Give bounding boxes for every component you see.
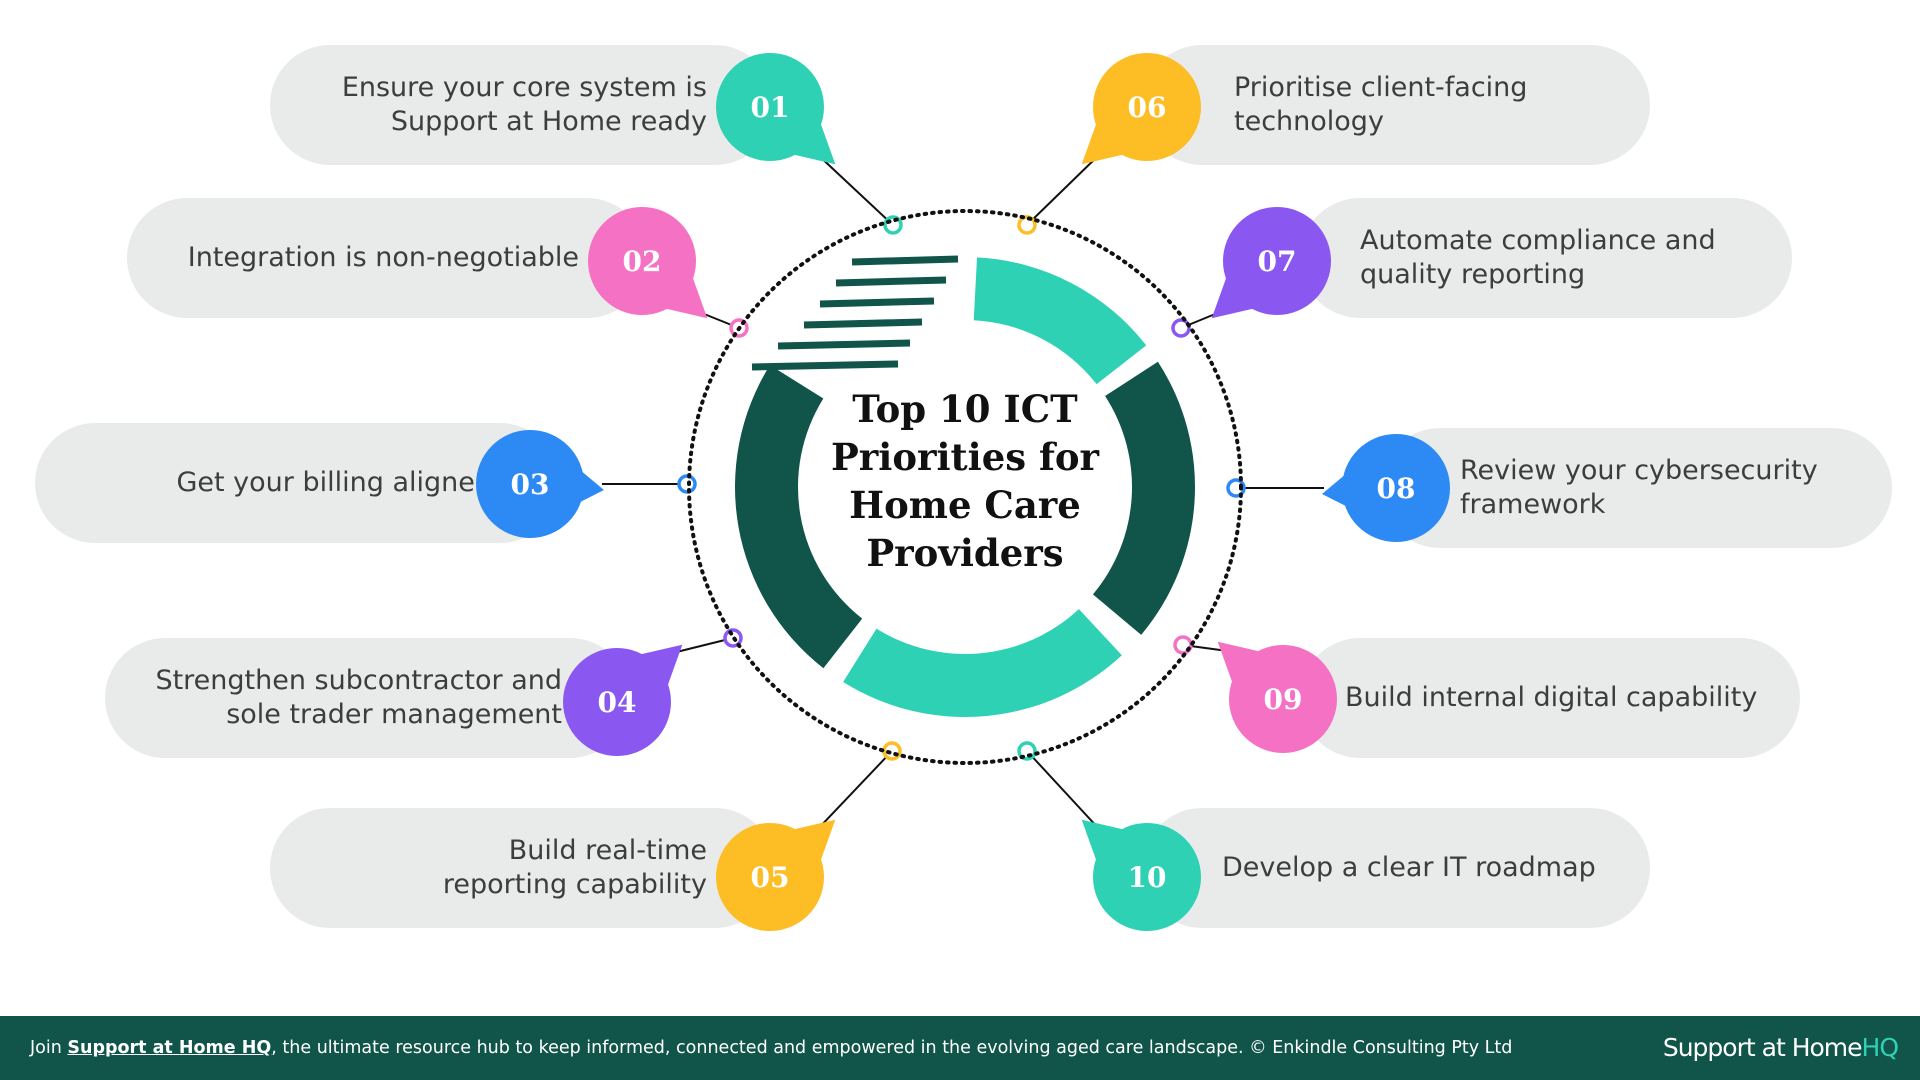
connector-dot-07 bbox=[1171, 318, 1191, 338]
priority-text: Strengthen subcontractor and sole trader… bbox=[155, 665, 562, 730]
ring-stripe bbox=[819, 297, 935, 308]
priority-text: Develop a clear IT roadmap bbox=[1222, 852, 1596, 883]
ring-segment-left bbox=[735, 365, 863, 669]
number-badge-04: 04 bbox=[563, 644, 683, 756]
diagram-title: Top 10 ICT Priorities for Home Care Prov… bbox=[830, 387, 1100, 575]
footer-text: Join Support at Home HQ, the ultimate re… bbox=[30, 1016, 1512, 1080]
logo-accent-text: HQ bbox=[1861, 1033, 1899, 1062]
ring-stripe bbox=[851, 255, 959, 266]
brand-logo: Support at HomeHQ bbox=[1662, 1016, 1899, 1080]
priority-text: Review your cybersecurity framework bbox=[1460, 455, 1818, 520]
badge-number: 10 bbox=[1128, 861, 1167, 894]
number-badge-08: 08 bbox=[1322, 434, 1450, 542]
badge-circle bbox=[1342, 434, 1450, 542]
priority-pill-08: Review your cybersecurity framework bbox=[1380, 428, 1892, 548]
footer-bar: Join Support at Home HQ, the ultimate re… bbox=[0, 1016, 1920, 1080]
ring-stripe bbox=[751, 360, 899, 371]
ring-segment-right bbox=[1092, 361, 1195, 635]
center-ring-art bbox=[687, 209, 1243, 765]
number-badge-06: 06 bbox=[1081, 53, 1201, 165]
number-badge-10: 10 bbox=[1081, 819, 1201, 931]
badge-circle bbox=[563, 648, 671, 756]
number-badge-07: 07 bbox=[1211, 207, 1331, 319]
badge-circle bbox=[588, 207, 696, 315]
ring-stripe bbox=[777, 339, 911, 350]
footer-suffix: , the ultimate resource hub to keep info… bbox=[271, 1038, 1513, 1058]
badge-circle bbox=[1223, 207, 1331, 315]
badge-circle bbox=[1093, 823, 1201, 931]
priority-text: Get your billing aligned bbox=[176, 467, 492, 498]
ring-segment-bottom bbox=[843, 609, 1122, 717]
badge-number: 09 bbox=[1264, 683, 1303, 716]
badge-circle bbox=[716, 53, 824, 161]
ring-segment-top-right bbox=[973, 257, 1147, 385]
priority-text: Build real-time reporting capability bbox=[442, 835, 707, 900]
dotted-ring bbox=[687, 209, 1243, 765]
priority-text: Ensure your core system is Support at Ho… bbox=[341, 72, 707, 137]
connector-line-06 bbox=[1026, 153, 1101, 226]
badge-circle bbox=[476, 430, 584, 538]
priority-pill-10: Develop a clear IT roadmap bbox=[1142, 808, 1650, 928]
priority-pill-04: Strengthen subcontractor and sole trader… bbox=[105, 638, 630, 758]
badge-number: 04 bbox=[598, 686, 637, 719]
priority-pill-06: Prioritise client-facing technology bbox=[1142, 45, 1650, 165]
support-at-home-hq-link[interactable]: Support at Home HQ bbox=[67, 1038, 272, 1058]
number-badge-09: 09 bbox=[1217, 641, 1337, 753]
badge-circle bbox=[1093, 53, 1201, 161]
badge-circle bbox=[1229, 645, 1337, 753]
priority-text: Automate compliance and quality reportin… bbox=[1360, 225, 1716, 290]
priority-text: Build internal digital capability bbox=[1345, 682, 1758, 713]
connector-line-10 bbox=[1026, 750, 1101, 831]
ring-stripe bbox=[835, 276, 947, 287]
priority-pill-05: Build real-time reporting capability bbox=[270, 808, 775, 928]
badge-number: 01 bbox=[751, 91, 790, 124]
badge-number: 02 bbox=[623, 245, 662, 278]
connector-line-05 bbox=[816, 750, 893, 831]
priority-pill-07: Automate compliance and quality reportin… bbox=[1300, 198, 1792, 318]
badge-number: 06 bbox=[1128, 91, 1167, 124]
number-badge-05: 05 bbox=[716, 819, 836, 931]
ring-stripe bbox=[803, 318, 923, 329]
priority-pill-01: Ensure your core system is Support at Ho… bbox=[270, 45, 775, 165]
badge-number: 07 bbox=[1258, 245, 1297, 278]
number-badge-02: 02 bbox=[588, 207, 708, 319]
priority-pill-09: Build internal digital capability bbox=[1300, 638, 1800, 758]
priority-pill-02: Integration is non-negotiable bbox=[127, 198, 647, 318]
footer-prefix: Join bbox=[30, 1038, 68, 1058]
connector-dot-06 bbox=[1017, 215, 1037, 235]
priority-pill-03: Get your billing aligned bbox=[35, 423, 560, 543]
number-badge-01: 01 bbox=[716, 53, 836, 165]
connector-dot-03 bbox=[677, 474, 697, 494]
number-badge-03: 03 bbox=[476, 430, 604, 538]
badge-number: 03 bbox=[511, 468, 550, 501]
priority-text: Integration is non-negotiable bbox=[187, 242, 579, 273]
badge-number: 08 bbox=[1377, 472, 1416, 505]
badge-number: 05 bbox=[751, 861, 790, 894]
logo-main-text: Support at Home bbox=[1662, 1033, 1863, 1062]
priority-text: Prioritise client-facing technology bbox=[1234, 72, 1528, 137]
connector-line-01 bbox=[816, 153, 894, 226]
badge-circle bbox=[716, 823, 824, 931]
connector-dot-08 bbox=[1226, 478, 1246, 498]
